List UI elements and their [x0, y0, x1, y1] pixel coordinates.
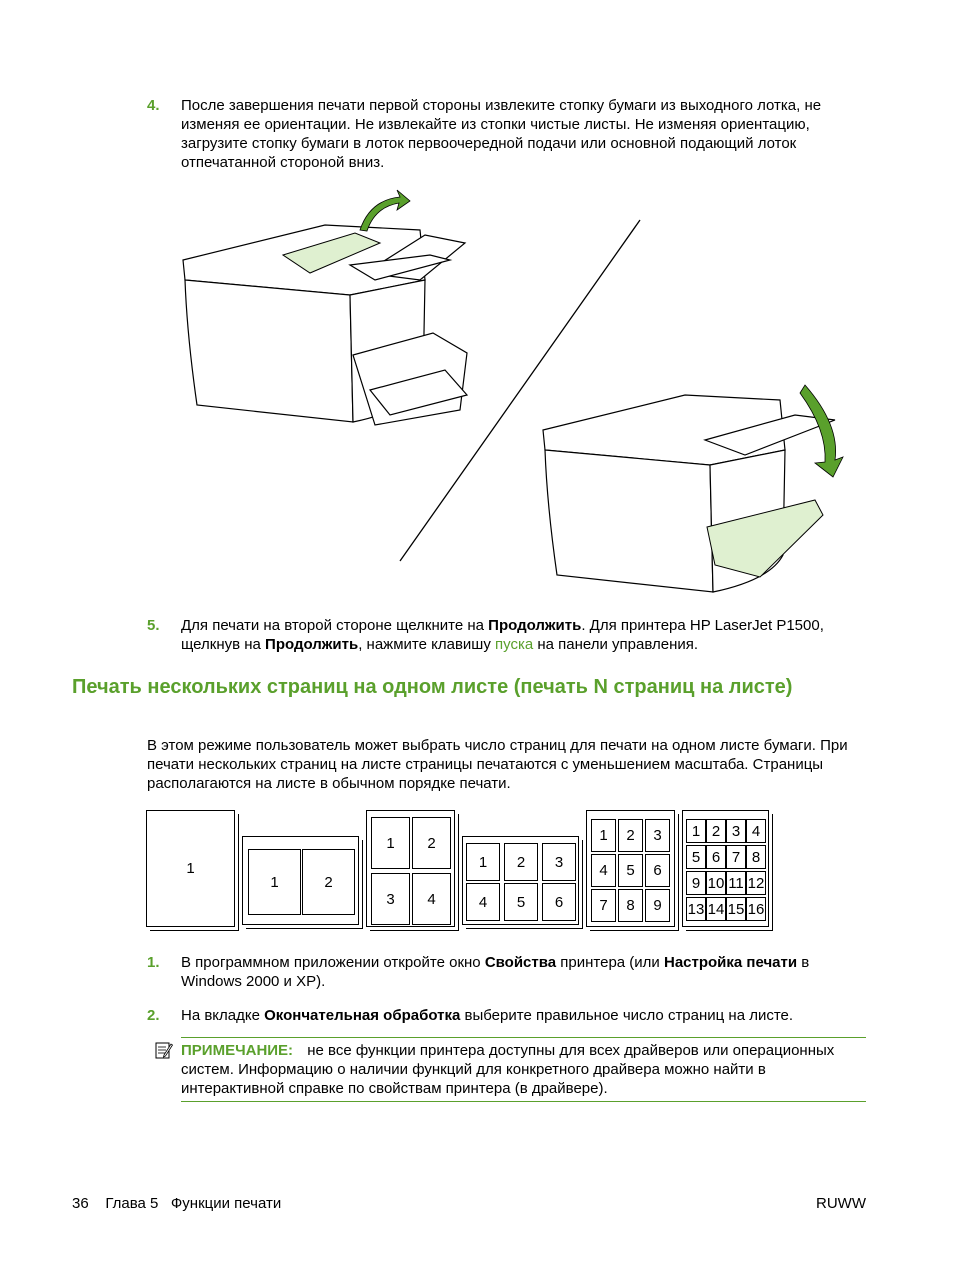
- text-run: . Для принтера HP LaserJet P1500, щелкну…: [181, 617, 824, 653]
- step-text: В программном приложении откройте окно С…: [181, 953, 872, 991]
- intro-paragraph: В этом режиме пользователь может выбрать…: [147, 737, 848, 792]
- nup-sheet-2: 1 2: [242, 836, 359, 925]
- page-cell: 2: [412, 817, 451, 869]
- printer-illustration: [182, 189, 844, 593]
- page-cell: 3: [371, 873, 410, 925]
- page-cell: 1: [371, 817, 410, 869]
- page-cell: 4: [466, 883, 500, 921]
- text-run: В программном приложении откройте окно: [181, 954, 485, 971]
- note-label: ПРИМЕЧАНИЕ:: [181, 1042, 294, 1059]
- page-cell: 12: [746, 871, 766, 895]
- step-1: 1. В программном приложении откройте окн…: [147, 953, 872, 991]
- page-cell: 6: [706, 845, 726, 869]
- step-4: 4. После завершения печати первой сторон…: [147, 96, 872, 172]
- step-2: 2. На вкладке Окончательная обработка вы…: [147, 1006, 872, 1025]
- page-cell: 1: [466, 843, 500, 881]
- page-cell: 4: [591, 854, 616, 887]
- key-link[interactable]: пуска: [495, 636, 534, 653]
- bold-run: Продолжить: [488, 617, 582, 634]
- page-cell: 10: [706, 871, 726, 895]
- bold-run: Окончательная обработка: [264, 1007, 461, 1024]
- page-number: 36: [72, 1195, 89, 1212]
- page-cell: 5: [686, 845, 706, 869]
- page-cell: 7: [726, 845, 746, 869]
- page-cell: 4: [746, 819, 766, 843]
- nup-sheet-1: 1: [146, 810, 235, 927]
- step-number: 2.: [147, 1007, 160, 1024]
- footer-right: RUWW: [816, 1195, 866, 1212]
- paper-stack-1: [281, 232, 382, 274]
- step-5: 5. Для печати на второй стороне щелкните…: [147, 616, 872, 654]
- note-icon: [155, 1042, 173, 1059]
- page-cell: 2: [618, 819, 643, 852]
- arrow-up-icon: [359, 189, 411, 232]
- page-cell: 9: [645, 889, 670, 922]
- page-cell: 7: [591, 889, 616, 922]
- page-cell: 1: [248, 849, 301, 915]
- bold-run: Продолжить: [265, 636, 359, 653]
- step-number: 5.: [147, 617, 160, 634]
- text-run: принтера (или: [556, 954, 664, 971]
- step-text: На вкладке Окончательная обработка выбер…: [181, 1006, 872, 1025]
- page-cell: 1: [686, 819, 706, 843]
- step-number: 4.: [147, 97, 160, 114]
- bold-run: Настройка печати: [663, 954, 798, 971]
- text-run: Для печати на второй стороне щелкните на: [181, 617, 489, 634]
- page-cell: 8: [746, 845, 766, 869]
- nup-sheet-6: 1 2 3 4 5 6: [462, 836, 579, 925]
- page-cell: 9: [686, 871, 706, 895]
- note-text: не все функции принтера доступны для все…: [181, 1042, 835, 1097]
- page-cell: 11: [726, 871, 746, 895]
- step-text: Для печати на второй стороне щелкните на…: [181, 616, 872, 654]
- nup-sheet-16: 1 2 3 4 5 6 7 8 9 10 11 12 13 14 15 16: [682, 810, 769, 927]
- text-run: На вкладке: [181, 1007, 265, 1024]
- page-cell: 3: [726, 819, 746, 843]
- page-cell: 5: [618, 854, 643, 887]
- chapter-label: Глава 5: [105, 1195, 159, 1212]
- page-cell: 14: [706, 897, 726, 921]
- text-run: в Windows 2000 и XP).: [181, 954, 810, 990]
- nup-sheet-4: 1 2 3 4: [366, 810, 455, 927]
- page-cell: 1: [186, 860, 195, 877]
- page-cell: 2: [706, 819, 726, 843]
- nup-sheet-9: 1 2 3 4 5 6 7 8 9: [586, 810, 675, 927]
- page-cell: 1: [591, 819, 616, 852]
- text-run: , нажмите клавишу: [358, 636, 495, 653]
- step-text: После завершения печати первой стороны и…: [181, 97, 822, 171]
- page-cell: 6: [645, 854, 670, 887]
- footer-left: 36 Глава 5 Функции печати: [72, 1194, 281, 1213]
- page-cell: 3: [542, 843, 576, 881]
- section-heading: Печать нескольких страниц на одном листе…: [72, 676, 793, 698]
- page-cell: 15: [726, 897, 746, 921]
- note-box: ПРИМЕЧАНИЕ: не все функции принтера дост…: [181, 1037, 866, 1102]
- section-label: Функции печати: [170, 1195, 282, 1212]
- printer-bottom-right: [542, 394, 836, 593]
- text-run: на панели управления.: [533, 636, 699, 653]
- text-run: выберите правильное число страниц на лис…: [460, 1007, 794, 1024]
- page-cell: 2: [504, 843, 538, 881]
- page-cell: 13: [686, 897, 706, 921]
- page-cell: 8: [618, 889, 643, 922]
- page-cell: 3: [645, 819, 670, 852]
- page-cell: 5: [504, 883, 538, 921]
- page-cell: 4: [412, 873, 451, 925]
- paper-stack-2: [706, 499, 824, 578]
- bold-run: Свойства: [484, 954, 557, 971]
- page-cell: 16: [746, 897, 766, 921]
- page-cell: 2: [302, 849, 355, 915]
- arrow-down-icon: [799, 384, 844, 478]
- step-number: 1.: [147, 954, 160, 971]
- page-cell: 6: [542, 883, 576, 921]
